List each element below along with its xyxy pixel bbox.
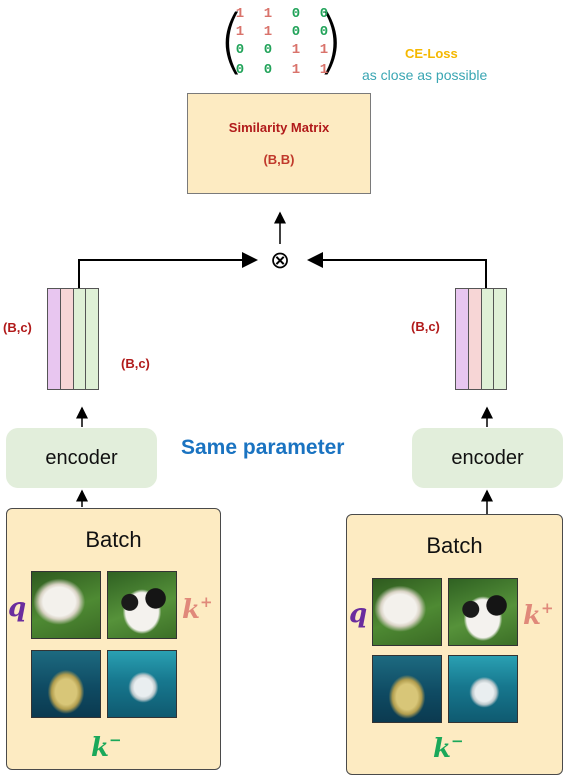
right-batch-box: Batch q k+ k− (346, 514, 563, 775)
feature-column (456, 289, 469, 389)
negative-key-symbol: k− (91, 731, 122, 763)
key-letter: k (433, 734, 452, 764)
matrix-cell: 0 (319, 24, 329, 40)
arrow-right-features-to-op (307, 252, 487, 288)
feature-column (60, 289, 74, 389)
arrow-left-features-to-op (78, 252, 258, 288)
similarity-matrix-box: Similarity Matrix (B,B) (187, 93, 371, 194)
fish-photo-1 (372, 655, 442, 723)
matrix-cell: 0 (263, 42, 273, 58)
matrix-cell: 1 (319, 42, 329, 58)
left-feature-stack (47, 288, 99, 390)
feature-column (48, 289, 61, 389)
ce-loss-label: CE-Loss (405, 46, 458, 61)
batch-title: Batch (85, 527, 142, 552)
matrix-cell: 1 (291, 62, 301, 78)
fish-photo-2 (107, 650, 177, 718)
query-symbol: q (8, 593, 27, 623)
matrix-row: 0 0 1 1 (234, 62, 334, 79)
dog-photo-2 (448, 578, 518, 646)
feature-column (86, 289, 98, 389)
right-encoder: encoder (412, 428, 563, 488)
matrix-cell: 1 (263, 6, 273, 22)
key-letter: k (182, 595, 201, 625)
batch-title: Batch (426, 533, 483, 558)
positive-key-symbol: k+ (523, 599, 554, 631)
matrix-right-bracket: ) (316, 0, 344, 82)
matrix-cell: 1 (319, 62, 329, 78)
matrix-row: 1 1 0 0 (234, 6, 334, 23)
dog-photo-1 (372, 578, 442, 646)
matrix-cell: 0 (235, 42, 245, 58)
matrix-cell: 1 (291, 42, 301, 58)
product-operator: ⊗ (269, 246, 291, 274)
feature-column (481, 289, 495, 389)
dog-photo-2 (107, 571, 177, 639)
right-feature-dim: (B,c) (411, 319, 440, 334)
matrix-left-bracket: ( (218, 0, 246, 82)
matrix-cell: 0 (291, 6, 301, 22)
feature-column (494, 289, 506, 389)
label-matrix: ( ) 1 1 0 0 1 1 0 0 0 0 1 1 0 0 1 1 (218, 0, 344, 82)
matrix-row: 1 1 0 0 (234, 24, 334, 41)
matrix-cell: 1 (235, 24, 245, 40)
negative-key-symbol: k− (433, 732, 464, 764)
query-symbol: q (349, 599, 368, 629)
feature-column (468, 289, 482, 389)
same-parameter-label: Same parameter (181, 436, 345, 459)
fish-photo-1 (31, 650, 101, 718)
matrix-cell: 1 (263, 24, 273, 40)
left-feature-dim: (B,c) (3, 320, 32, 335)
matrix-cell: 0 (291, 24, 301, 40)
right-feature-stack (455, 288, 507, 390)
left-feature-dim-secondary: (B,c) (121, 356, 150, 371)
matrix-cell: 1 (235, 6, 245, 22)
left-encoder: encoder (6, 428, 157, 488)
minus-superscript: − (451, 732, 464, 750)
fish-photo-2 (448, 655, 518, 723)
matrix-cell: 0 (235, 62, 245, 78)
dog-photo-1 (31, 571, 101, 639)
minus-superscript: − (109, 731, 122, 749)
loss-note: as close as possible (362, 67, 488, 83)
matrix-cell: 0 (319, 6, 329, 22)
key-letter: k (91, 733, 110, 763)
similarity-title: Similarity Matrix (228, 120, 330, 135)
feature-column (73, 289, 87, 389)
plus-superscript: + (541, 599, 554, 617)
left-batch-box: Batch q k+ k− (6, 508, 221, 770)
similarity-dim: (B,B) (263, 152, 295, 167)
matrix-cell: 0 (263, 62, 273, 78)
positive-key-symbol: k+ (182, 593, 213, 625)
matrix-row: 0 0 1 1 (234, 42, 334, 59)
plus-superscript: + (200, 593, 213, 611)
key-letter: k (523, 601, 542, 631)
